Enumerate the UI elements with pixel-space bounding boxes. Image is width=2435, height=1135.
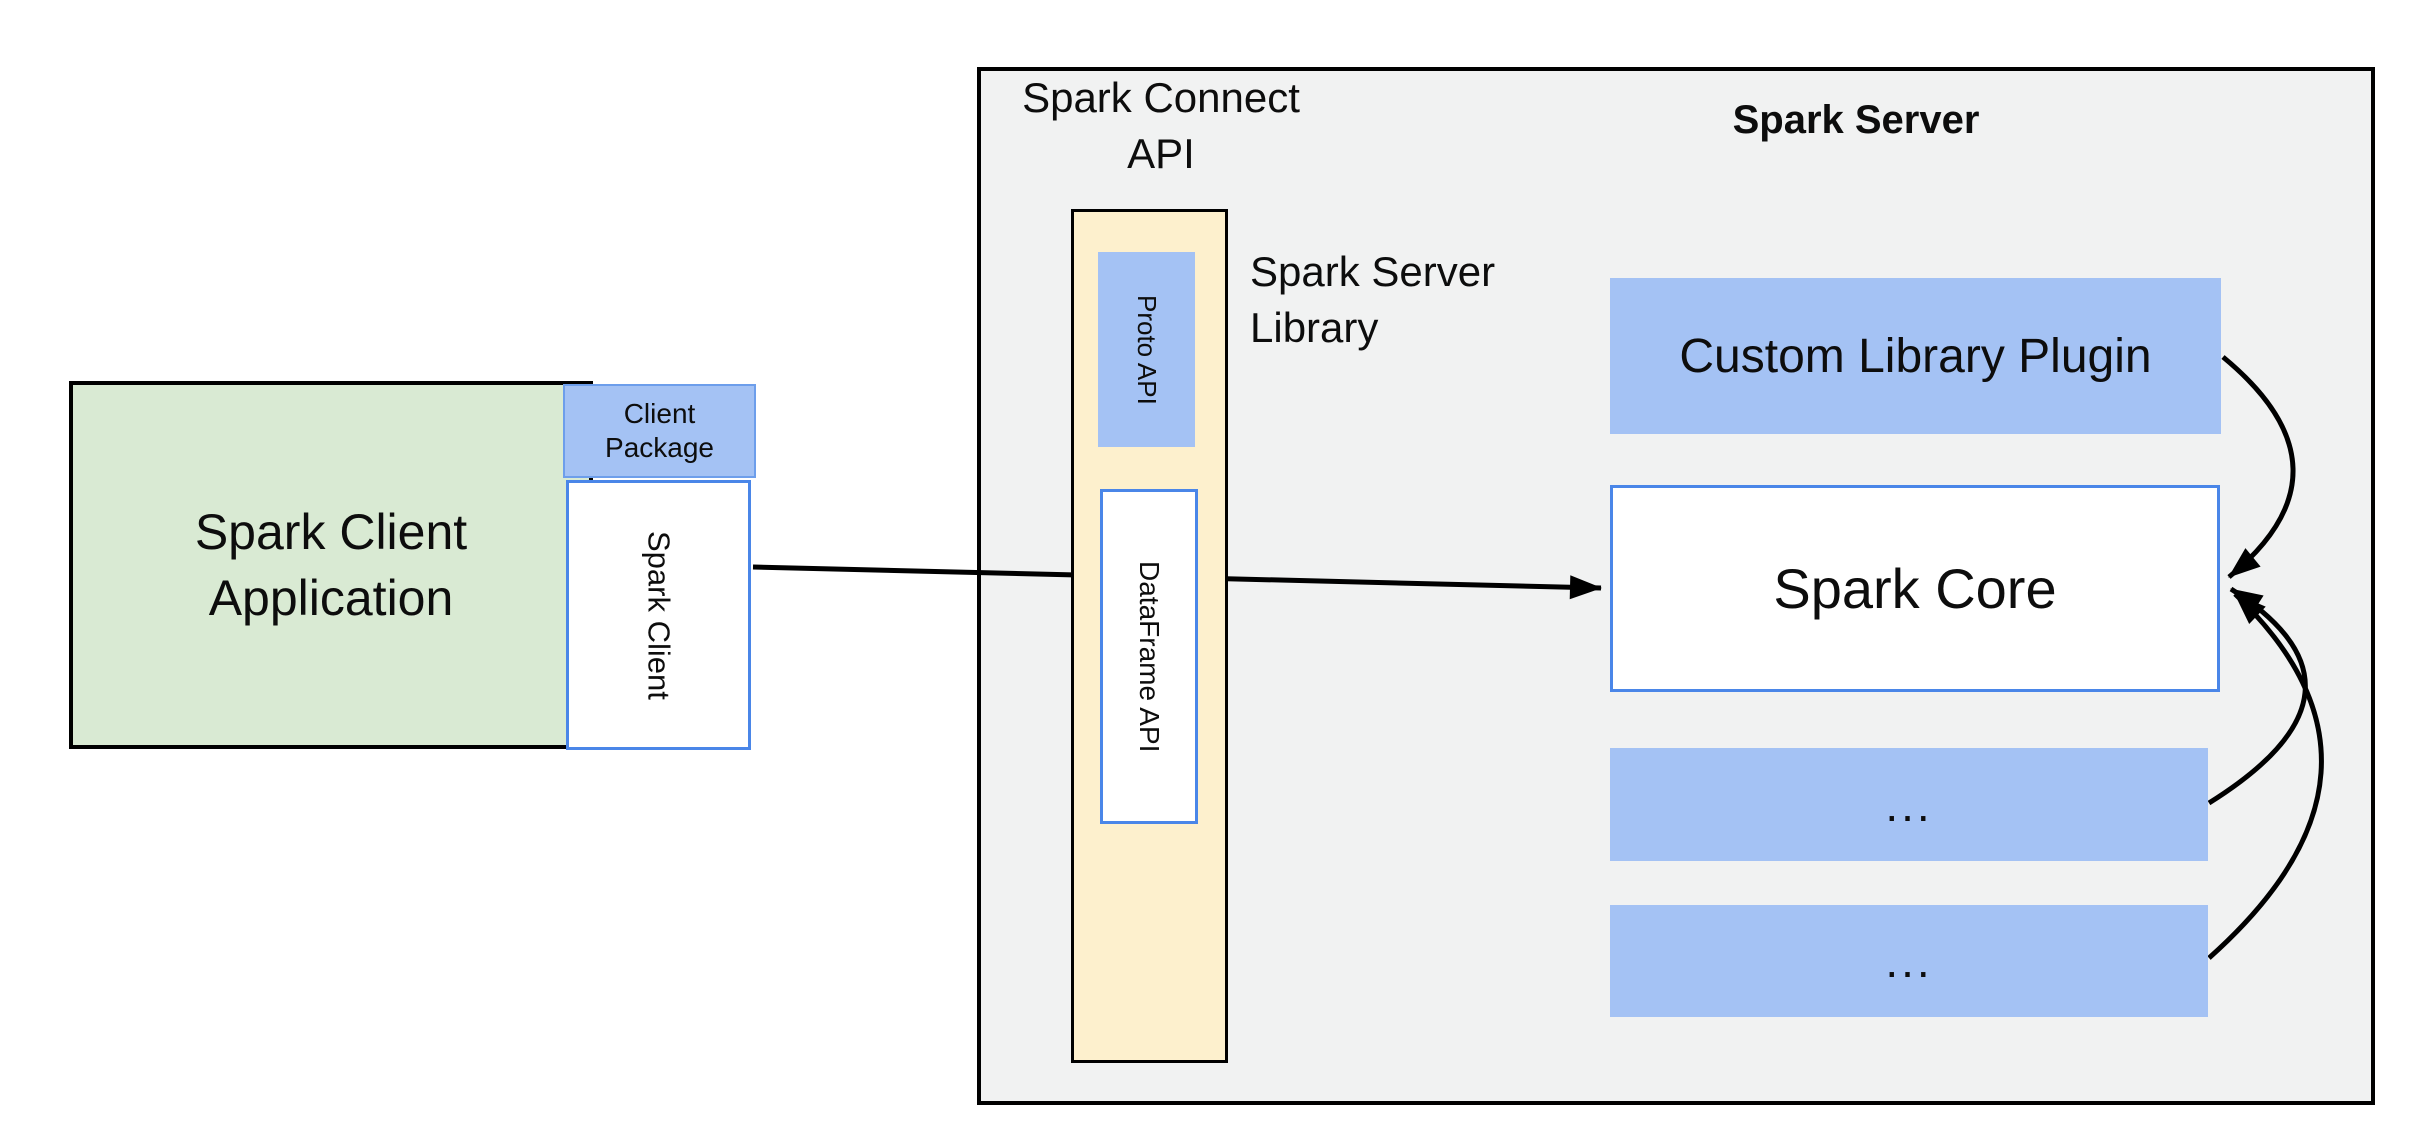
proto-api-label: Proto API xyxy=(1132,294,1162,405)
spark-client-application-label: Spark Client Application xyxy=(194,504,468,626)
spark-server-library-label: Spark Server Library xyxy=(1250,248,1496,351)
spark-client-label: Spark Client xyxy=(641,530,677,700)
spark-connect-api-title: Spark Connect API xyxy=(1022,74,1300,177)
spark-core-label: Spark Core xyxy=(1773,557,2057,620)
server-module-box-2: ... xyxy=(1610,905,2208,1017)
spark-server-title: Spark Server xyxy=(1732,98,1980,142)
spark-core-box: Spark Core xyxy=(1610,485,2220,692)
proto-api-box: Proto API xyxy=(1098,252,1195,447)
dataframe-api-box: DataFrame API xyxy=(1100,489,1198,824)
custom-library-plugin-box: Custom Library Plugin xyxy=(1610,278,2221,434)
server-module-1-label: ... xyxy=(1885,778,1933,831)
client-package-box: Client Package xyxy=(563,384,756,478)
dataframe-api-label: DataFrame API xyxy=(1134,560,1165,753)
server-module-box-1: ... xyxy=(1610,748,2208,861)
client-package-label-line1: Client xyxy=(623,398,696,429)
spark-client-box: Spark Client xyxy=(566,480,751,750)
server-module-2-label: ... xyxy=(1885,935,1933,987)
spark-client-application-box: Spark Client Application xyxy=(69,381,593,749)
custom-library-plugin-label: Custom Library Plugin xyxy=(1679,329,2152,383)
client-package-label-line2: Package xyxy=(605,432,714,463)
